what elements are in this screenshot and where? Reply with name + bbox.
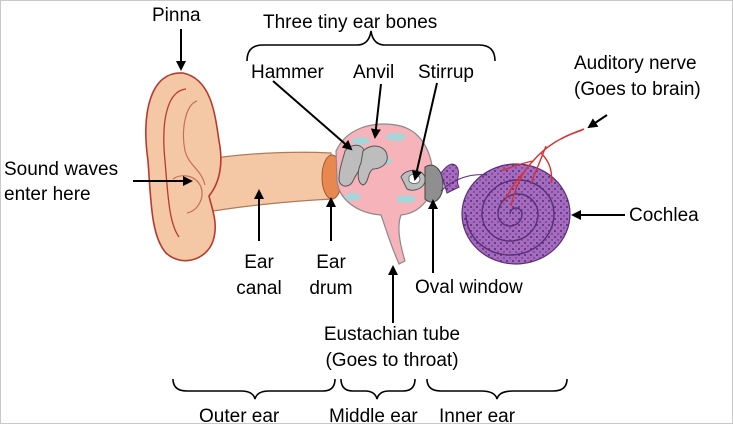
ear-drum-label: Ear	[299, 251, 363, 274]
middle-ear-cavity	[336, 124, 433, 264]
pinna-shape	[146, 73, 221, 261]
auditory-nerve-arrow	[589, 115, 607, 127]
hammer-arrow	[273, 81, 351, 149]
outer-ear-label: Outer ear	[199, 405, 279, 424]
sound-waves-label: Sound waves	[4, 158, 118, 181]
anvil-label: Anvil	[353, 61, 394, 84]
ear-canal-label: Ear	[230, 251, 288, 274]
bones-brace	[247, 31, 495, 61]
cochlea-label: Cochlea	[629, 204, 699, 227]
eustachian-sublabel: (Goes to throat)	[297, 349, 487, 372]
sound-waves-sublabel: enter here	[4, 183, 91, 206]
stirrup-label: Stirrup	[418, 61, 474, 84]
oval-window-label: Oval window	[415, 276, 523, 299]
ear-canal-sublabel: canal	[230, 277, 288, 300]
middle-ear-brace	[341, 379, 415, 399]
inner-ear-brace	[427, 379, 567, 399]
eustachian-label: Eustachian tube	[297, 323, 487, 346]
ear-drum-sublabel: drum	[299, 277, 363, 300]
pinna-label: Pinna	[152, 4, 201, 27]
cochlea-shape	[441, 164, 570, 264]
auditory-nerve-sublabel: (Goes to brain)	[574, 78, 701, 101]
outer-ear-brace	[173, 379, 335, 399]
auditory-nerve-label: Auditory nerve	[574, 52, 697, 75]
middle-ear-label: Middle ear	[329, 405, 418, 424]
bones-title-label: Three tiny ear bones	[263, 11, 437, 34]
hammer-label: Hammer	[251, 61, 324, 84]
inner-ear-label: Inner ear	[439, 405, 515, 424]
oval-window-shape	[425, 165, 443, 202]
